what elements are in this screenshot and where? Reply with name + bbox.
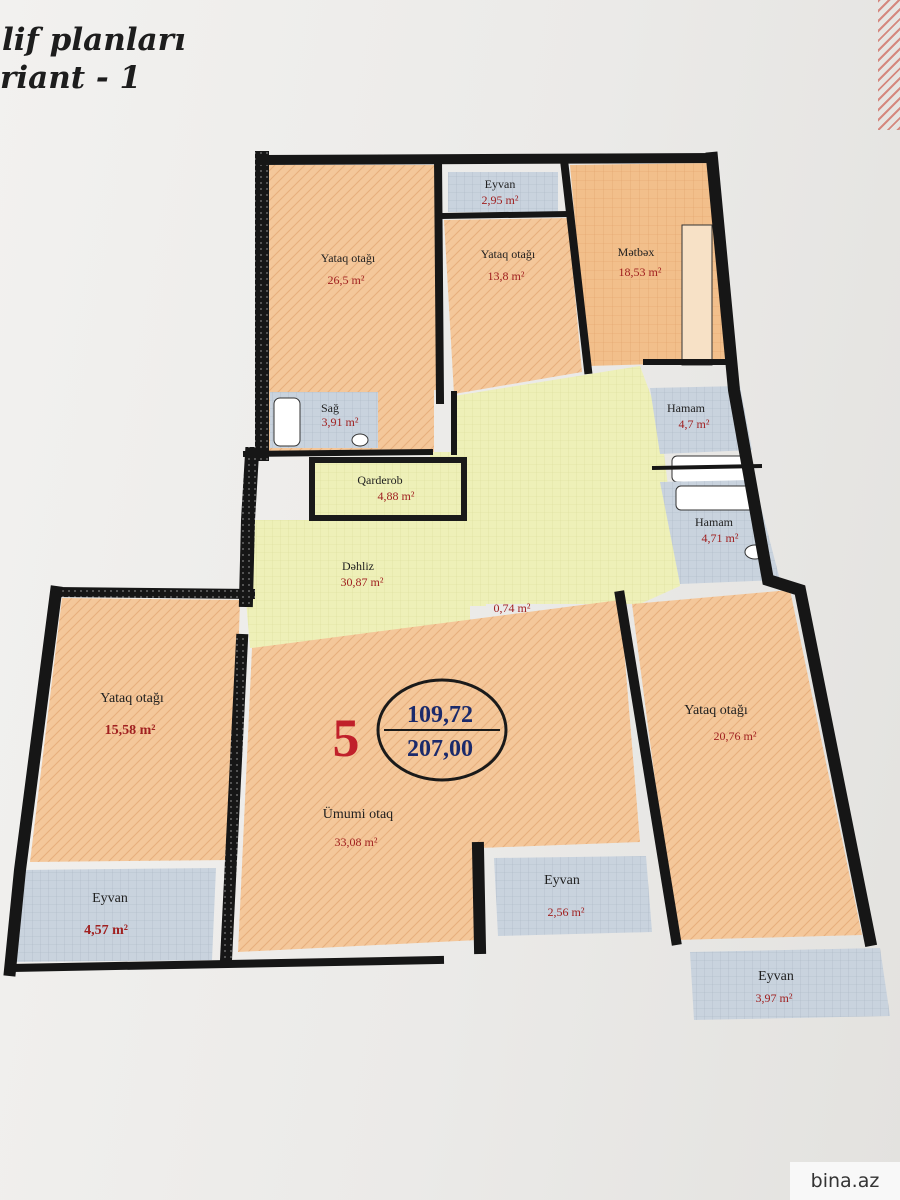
- room-bath-1: [650, 386, 753, 483]
- svg-text:18,53 m²: 18,53 m²: [619, 265, 662, 279]
- svg-text:Eyvan: Eyvan: [544, 873, 580, 888]
- label-balcony-left: Eyvan 4,57 m²: [84, 891, 128, 938]
- label-wardrobe: Qarderob 4,88 m²: [357, 473, 415, 503]
- svg-text:13,8 m²: 13,8 m²: [488, 269, 525, 283]
- svg-text:Qarderob: Qarderob: [357, 473, 402, 487]
- svg-text:4,7 m²: 4,7 m²: [679, 417, 710, 431]
- room-bedroom-top-mid: [444, 218, 582, 394]
- svg-text:Yataq otağı: Yataq otağı: [684, 703, 748, 718]
- svg-text:3,97 m²: 3,97 m²: [756, 991, 793, 1005]
- svg-text:4,88 m²: 4,88 m²: [378, 489, 415, 503]
- svg-text:3,91 m²: 3,91 m²: [322, 415, 359, 429]
- svg-text:Eyvan: Eyvan: [92, 891, 128, 906]
- living-area-value: 109,72: [407, 702, 473, 728]
- total-area-value: 207,00: [407, 736, 473, 762]
- watermark: bina.az: [790, 1162, 900, 1200]
- svg-text:Eyvan: Eyvan: [758, 969, 794, 984]
- room-balcony-mid: [494, 856, 652, 936]
- label-bedroom-right: Yataq otağı 20,76 m²: [684, 703, 757, 743]
- header-line-1: lif planları: [2, 22, 186, 58]
- room-wc: [270, 392, 378, 448]
- room-bedroom-left: [30, 598, 240, 862]
- svg-text:Yataq otağı: Yataq otağı: [321, 251, 376, 265]
- svg-text:Hamam: Hamam: [695, 515, 734, 529]
- label-balcony-mid: Eyvan 2,56 m²: [544, 873, 585, 919]
- svg-text:Ümumi otaq: Ümumi otaq: [323, 805, 393, 822]
- svg-text:2,56 m²: 2,56 m²: [548, 905, 585, 919]
- svg-text:Yataq otağı: Yataq otağı: [481, 247, 536, 261]
- label-balcony-top: Eyvan 2,95 m²: [482, 177, 519, 207]
- svg-text:4,71 m²: 4,71 m²: [702, 531, 739, 545]
- svg-text:26,5 m²: 26,5 m²: [328, 273, 365, 287]
- svg-text:0,74 m²: 0,74 m²: [494, 601, 531, 615]
- svg-text:2,95 m²: 2,95 m²: [482, 193, 519, 207]
- svg-text:Mətbəx: Mətbəx: [618, 245, 655, 259]
- svg-text:Yataq otağı: Yataq otağı: [100, 691, 164, 706]
- svg-text:20,76 m²: 20,76 m²: [714, 729, 757, 743]
- label-hallway: Dəhliz 30,87 m²: [341, 559, 384, 589]
- room-living: [238, 600, 640, 952]
- label-bath-1: Hamam 4,7 m²: [667, 401, 710, 431]
- area-badge: 5 109,72 207,00: [333, 678, 508, 782]
- label-bedroom-left: Yataq otağı 15,58 m²: [100, 691, 164, 738]
- svg-text:30,87 m²: 30,87 m²: [341, 575, 384, 589]
- room-bedroom-right: [632, 590, 862, 940]
- svg-text:Dəhliz: Dəhliz: [342, 559, 374, 573]
- label-kitchen: Mətbəx 18,53 m²: [618, 245, 662, 279]
- walls: [3, 151, 878, 977]
- room-count: 5: [333, 708, 360, 768]
- label-bath-2: Hamam 4,71 m²: [695, 515, 739, 545]
- room-wardrobe: [309, 457, 467, 521]
- label-closet: 0,74 m²: [494, 601, 531, 615]
- room-balcony-right: [690, 948, 890, 1020]
- label-living-room: Ümumi otaq 33,08 m²: [323, 805, 393, 849]
- svg-text:Sağ: Sağ: [321, 401, 339, 415]
- svg-text:Hamam: Hamam: [667, 401, 706, 415]
- room-hallway: [246, 366, 680, 648]
- header-line-2: riant - 1: [0, 60, 142, 96]
- label-wc: Sağ 3,91 m²: [321, 401, 359, 429]
- red-edge-decoration: [878, 0, 900, 130]
- svg-text:33,08 m²: 33,08 m²: [335, 835, 378, 849]
- svg-text:Eyvan: Eyvan: [485, 177, 516, 191]
- room-balcony-left: [10, 868, 216, 962]
- label-bedroom-top-mid: Yataq otağı 13,8 m²: [481, 247, 536, 283]
- room-kitchen: [570, 163, 728, 366]
- svg-text:4,57 m²: 4,57 m²: [84, 923, 128, 938]
- room-balcony-top: [448, 172, 558, 212]
- label-bedroom-top-left: Yataq otağı 26,5 m²: [321, 251, 376, 287]
- svg-text:15,58 m²: 15,58 m²: [105, 723, 156, 738]
- label-balcony-right: Eyvan 3,97 m²: [756, 969, 794, 1005]
